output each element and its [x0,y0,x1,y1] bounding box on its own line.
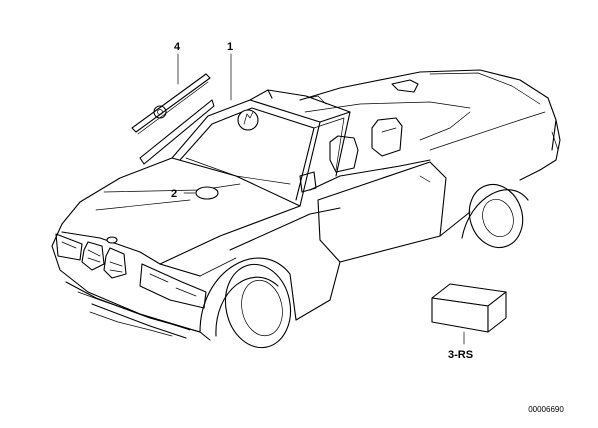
sticker-disc-part [195,186,219,200]
callout-3-rs: 3-RS [448,349,473,361]
windshield-sticker-part [237,109,259,131]
drawing-number: 00006690 [528,405,564,414]
callout-4: 4 [174,41,181,53]
wiper-blade-part [131,73,215,165]
repair-kit-box [431,283,507,333]
callout-1: 1 [227,41,233,53]
callout-leaders [177,53,465,345]
convertible-car-outline [51,69,561,349]
callout-2: 2 [171,188,177,200]
